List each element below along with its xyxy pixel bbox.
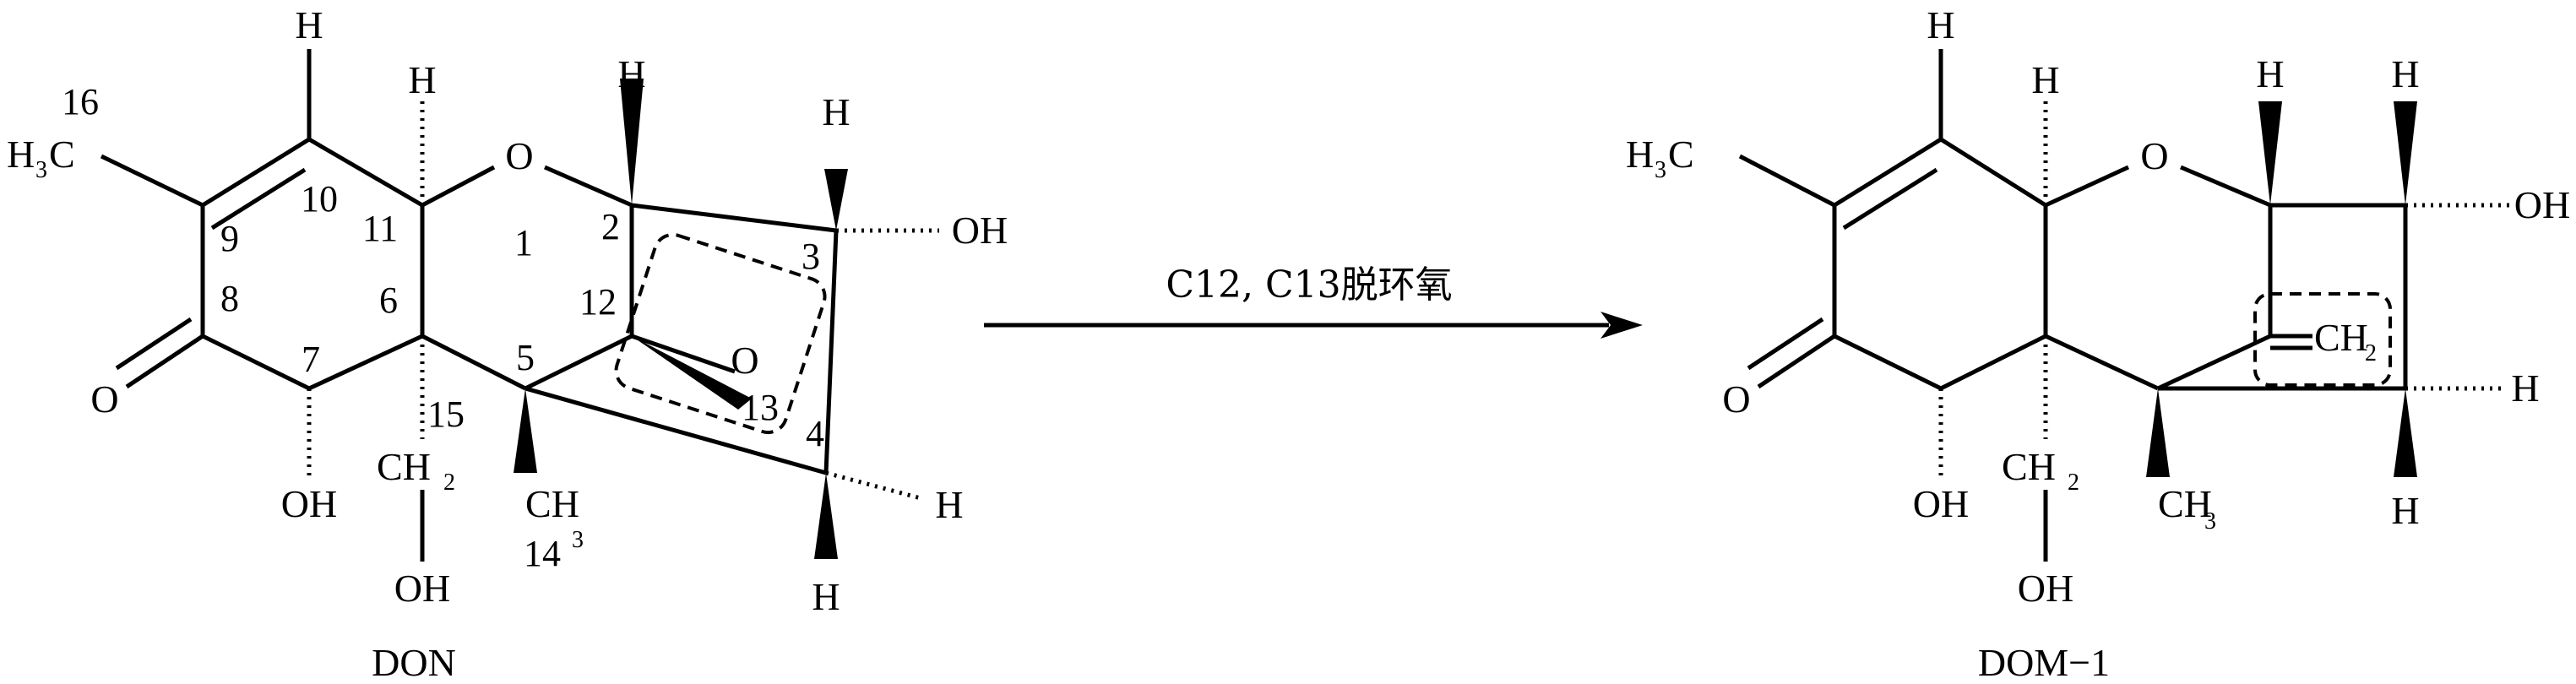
- don-num-9: 9: [220, 218, 239, 259]
- don-h3c-sub: 3: [35, 157, 47, 183]
- dom1-structure: H H O H H OH H H O OH OH CH 2 CH 2 CH 3 …: [1626, 3, 2570, 684]
- dom-h-c4-bottom: H: [2391, 489, 2419, 532]
- dom-h-c4-right: H: [2511, 366, 2539, 410]
- dom-keto-o: O: [1722, 377, 1750, 421]
- dom-h-c10: H: [1927, 3, 1954, 46]
- dom-h3c-h: H: [1626, 133, 1654, 176]
- dom-exo-ch2-sub: 2: [2365, 340, 2377, 366]
- dom1-caption: DOM−1: [1978, 641, 2110, 684]
- dom-h-c11: H: [2031, 58, 2059, 101]
- don-h-c4-bottom: H: [812, 575, 840, 618]
- dom-h-c2: H: [2256, 52, 2284, 95]
- don-h3c-c: C: [49, 133, 75, 176]
- don-ch3-sub: 3: [572, 527, 584, 553]
- don-num-7: 7: [302, 339, 320, 380]
- don-keto-o: O: [90, 377, 118, 421]
- don-h-c3: H: [822, 90, 850, 133]
- dom-ch2: CH: [2002, 445, 2056, 488]
- dom-ch2-sub: 2: [2068, 470, 2079, 496]
- don-num-2: 2: [601, 206, 620, 247]
- dom-exo-ch2: CH: [2314, 316, 2368, 359]
- dom-h3c-c: C: [1668, 133, 1694, 176]
- dom-oh-c3: OH: [2514, 183, 2570, 226]
- don-num-15: 15: [427, 394, 465, 435]
- don-num-5: 5: [516, 337, 535, 378]
- don-num-12: 12: [579, 281, 617, 323]
- don-num-6: 6: [379, 280, 398, 321]
- dom-ch3: CH: [2158, 482, 2212, 525]
- dom-ch3-sub: 3: [2204, 508, 2216, 535]
- don-o1: O: [505, 134, 533, 177]
- don-num-11: 11: [362, 208, 398, 249]
- don-num-14: 14: [524, 533, 561, 574]
- don-oh-c15: OH: [394, 567, 450, 610]
- don-h-c10: H: [295, 3, 323, 46]
- don-h3c-h: H: [7, 133, 35, 176]
- dom-h3c-sub: 3: [1655, 157, 1666, 183]
- don-num-13: 13: [742, 387, 779, 428]
- don-oh-c3: OH: [952, 209, 1008, 252]
- don-num-16: 16: [62, 81, 99, 122]
- don-h-c4-right: H: [935, 483, 963, 526]
- arrow-label: C12, C13脱环氧: [1166, 263, 1452, 307]
- don-num-4: 4: [806, 413, 824, 454]
- dom-o1: O: [2140, 134, 2168, 177]
- don-ch2-sub: 2: [443, 470, 455, 496]
- don-num-10: 10: [301, 178, 338, 220]
- dom-h-c3: H: [2391, 52, 2419, 95]
- don-o13: O: [731, 339, 758, 382]
- don-ch3: CH: [525, 482, 579, 525]
- don-num-1: 1: [514, 222, 533, 263]
- dom-oh-c7: OH: [1913, 482, 1969, 525]
- dom-oh-c15: OH: [2018, 567, 2073, 610]
- don-num-8: 8: [220, 278, 239, 319]
- don-h-c11: H: [408, 58, 436, 101]
- don-caption: DON: [372, 641, 456, 684]
- don-h-c2: H: [617, 52, 645, 95]
- reaction-arrow: C12, C13脱环氧: [984, 263, 1643, 339]
- don-num-3: 3: [802, 236, 820, 277]
- don-structure: H H O H H OH O H H O OH OH CH 2 CH 3 H 3…: [7, 3, 1008, 684]
- don-oh-c7: OH: [281, 482, 337, 525]
- don-ch2: CH: [377, 445, 431, 488]
